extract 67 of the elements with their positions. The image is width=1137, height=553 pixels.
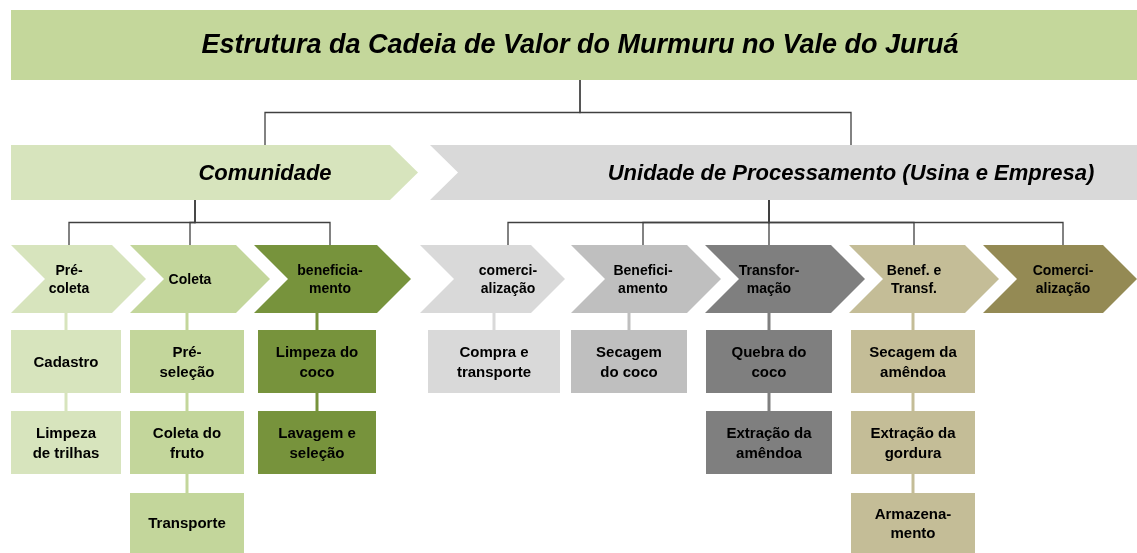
node-label: Cadastro: [33, 351, 99, 372]
chevron-step: [11, 245, 146, 313]
connector-line: [911, 393, 915, 411]
node-label: comerci- alização: [477, 260, 539, 298]
connector-line: [768, 199, 1064, 246]
node-label: Armazena- mento: [873, 503, 953, 543]
connector-line: [492, 313, 496, 330]
node-label: Coleta do fruto: [151, 423, 223, 462]
node-label: Quebra do coco: [730, 342, 808, 381]
node-label: Benefici- amento: [612, 260, 674, 298]
stage-banner: [11, 145, 418, 200]
activity-box: [706, 411, 832, 474]
chevron-step: [254, 245, 411, 313]
chevron-step: [849, 245, 999, 313]
activity-box: [130, 330, 244, 393]
node-label: Comerci- alização: [1031, 260, 1095, 298]
title-banner: [11, 10, 1137, 80]
activity-box: [258, 330, 376, 393]
connector-line: [315, 313, 319, 330]
activity-box: [571, 330, 687, 393]
chevron-step: [571, 245, 721, 313]
connector-line: [185, 313, 189, 330]
activity-box: [130, 411, 244, 474]
chevron-step: [983, 245, 1137, 313]
node-label: Coleta: [168, 269, 212, 289]
node-label: Pré- coleta: [48, 260, 90, 298]
node-label: Pré-seleção: [158, 342, 216, 381]
node-label: Limpeza do coco: [275, 342, 359, 381]
node-label: beneficia- mento: [296, 260, 364, 298]
node-label: Transfor- mação: [737, 260, 801, 298]
activity-box: [851, 411, 975, 474]
node-label: Extração da gordura: [869, 423, 957, 462]
connector-line: [579, 79, 852, 146]
activity-box: [11, 411, 121, 474]
activity-box: [851, 493, 975, 553]
node-label: Secagem da amêndoa: [868, 342, 958, 381]
connector-line: [767, 393, 771, 411]
node-label: Comunidade: [198, 158, 332, 187]
node-label: Extração da amêndoa: [725, 423, 813, 462]
node-label: Lavagem e seleção: [277, 423, 357, 462]
connector-line: [64, 313, 68, 330]
connector-line: [194, 199, 331, 246]
activity-box: [428, 330, 560, 393]
chevron-step: [130, 245, 270, 313]
connector-line: [315, 393, 319, 411]
connector-line: [767, 313, 771, 330]
node-label: Benef. e Transf.: [885, 260, 943, 298]
chevron-step: [420, 245, 565, 313]
activity-box: [851, 330, 975, 393]
chevron-step: [705, 245, 865, 313]
activity-box: [706, 330, 832, 393]
connector-line: [64, 393, 68, 411]
connector-line: [911, 474, 915, 493]
node-label: Transporte: [148, 513, 226, 533]
node-label: Compra e transporte: [455, 342, 533, 381]
node-label: Estrutura da Cadeia de Valor do Murmuru no Vale do Juruá: [201, 28, 959, 62]
activity-box: [11, 330, 121, 393]
node-label: Limpeza de trilhas: [31, 423, 101, 462]
connector-line: [185, 474, 189, 493]
connector-line: [185, 393, 189, 411]
connector-line: [627, 313, 631, 330]
node-label: Unidade de Processamento (Usina e Empresa): [607, 158, 1095, 187]
stage-banner: [430, 145, 1137, 200]
activity-box: [258, 411, 376, 474]
activity-box: [130, 493, 244, 553]
node-label: Secagem do coco: [595, 342, 663, 381]
connector-line: [911, 313, 915, 330]
